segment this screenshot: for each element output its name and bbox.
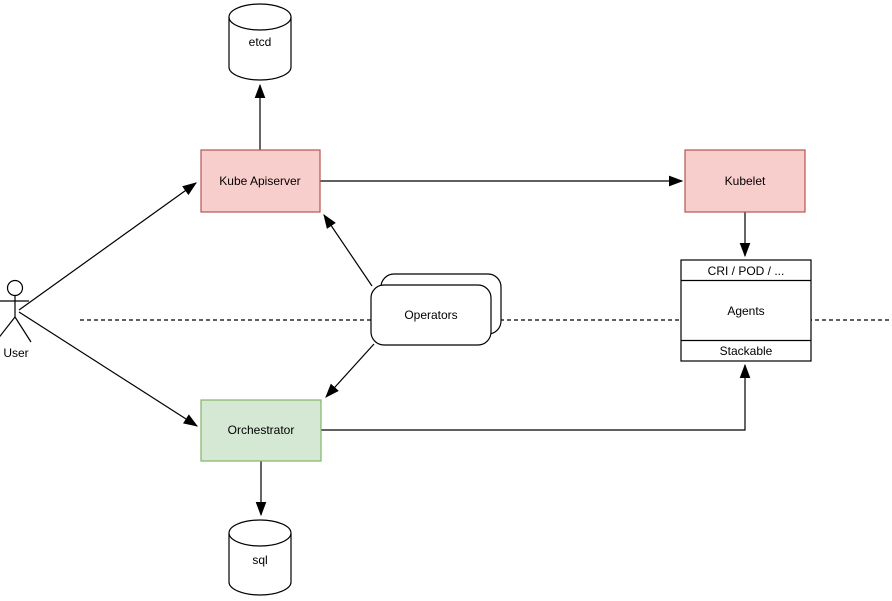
node-orchestrator: Orchestrator [200,399,322,462]
agents-header-label: CRI / POD / ... [708,264,785,278]
edge-user-to-orchestrator [18,311,199,427]
edge-orchestrator-to-agents [321,363,751,431]
orchestrator-label: Orchestrator [228,423,295,437]
kube-apiserver-box [200,149,321,213]
kube-apiserver-label: Kube Apiserver [219,174,300,188]
sql-label: sql [252,553,267,567]
agents-body-label: Agents [727,304,764,318]
operators-front-card [370,284,492,346]
kubelet-box [684,149,806,213]
user-actor-icon [0,279,32,343]
user-label: User [3,346,28,360]
etcd-cylinder-top [228,3,292,31]
edge-user-to-kube-apiserver [18,182,197,311]
node-user: User [0,279,32,360]
node-sql: sql [228,519,292,596]
agents-footer-label: Stackable [720,344,773,358]
etcd-cylinder [228,17,292,81]
orchestrator-box [200,399,322,462]
node-agents: CRI / POD / ... Agents Stackable [680,259,812,362]
node-kubelet: Kubelet [684,149,806,213]
etcd-label: etcd [249,35,272,49]
agents-box [680,259,812,362]
node-etcd: etcd [228,3,292,81]
edge-operators-to-kube-apiserver [323,214,373,287]
sql-cylinder-top [228,519,292,547]
operators-label: Operators [404,308,457,322]
kubelet-label: Kubelet [725,174,766,188]
node-kube-apiserver: Kube Apiserver [200,149,321,213]
sql-cylinder [228,533,292,596]
edge-operators-to-orchestrator [325,343,375,398]
node-operators: Operators [370,273,502,346]
